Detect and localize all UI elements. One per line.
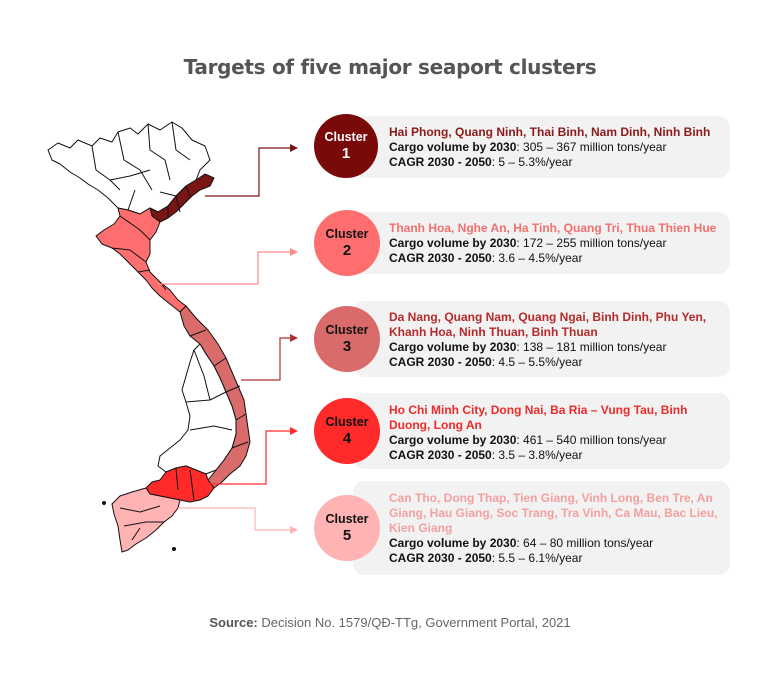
- cluster-2-cargo: Cargo volume by 2030: 172 – 255 million …: [389, 236, 667, 250]
- cluster-1-cagr: CAGR 2030 - 2050: 5 – 5.3%/year: [389, 155, 573, 169]
- cluster-label: Cluster: [325, 414, 369, 429]
- cluster-5-badge: Cluster 5: [314, 495, 380, 561]
- cluster-4-details: Ho Chi Minh City, Dong Nai, Ba Ria – Vun…: [389, 403, 709, 463]
- cluster-1-card: [353, 116, 730, 178]
- cluster-2-card: [353, 212, 730, 274]
- cluster-label: Cluster: [325, 511, 369, 526]
- cluster-4-card: [353, 393, 730, 469]
- cluster-5-card: [353, 481, 730, 575]
- cluster-2-badge: Cluster 2: [314, 210, 380, 276]
- cluster-label: Cluster: [325, 226, 369, 241]
- cluster-3-badge: Cluster 3: [314, 306, 380, 372]
- north-region: [47, 121, 211, 215]
- cluster-3-card: [353, 301, 730, 377]
- cluster-3-cargo: Cargo volume by 2030: 138 – 181 million …: [389, 340, 667, 354]
- cluster-2-provinces: Thanh Hoa, Nghe An, Ha Tinh, Quang Tri, …: [389, 221, 717, 235]
- cluster-label: Cluster: [325, 322, 369, 337]
- source-note: Source: Decision No. 1579/QĐ-TTg, Govern…: [0, 615, 780, 630]
- cluster-3-provinces: Da Nang, Quang Nam, Quang Ngai, Binh Din…: [389, 310, 707, 339]
- cluster-number: 4: [342, 429, 352, 447]
- cluster-5-cagr: CAGR 2030 - 2050: 5.5 – 6.1%/year: [389, 551, 583, 565]
- cluster-2-cagr: CAGR 2030 - 2050: 3.6 – 4.5%/year: [389, 251, 583, 265]
- cluster-4-cagr: CAGR 2030 - 2050: 3.5 – 3.8%/year: [389, 448, 583, 462]
- cluster-number: 2: [342, 241, 352, 259]
- cluster-2-details: Thanh Hoa, Nghe An, Ha Tinh, Quang Tri, …: [389, 221, 724, 266]
- source-label: Source:: [209, 615, 258, 630]
- cluster-1-badge: Cluster 1: [314, 114, 378, 178]
- cluster-4-provinces: Ho Chi Minh City, Dong Nai, Ba Ria – Vun…: [389, 403, 688, 432]
- cluster-4-region: [145, 465, 215, 503]
- cluster-5-provinces: Can Tho, Dong Thap, Tien Giang, Vinh Lon…: [389, 491, 718, 535]
- cluster-number: 5: [342, 526, 352, 544]
- cluster-number: 3: [342, 337, 352, 355]
- cluster-5-cargo: Cargo volume by 2030: 64 – 80 million to…: [389, 536, 654, 550]
- cluster-1-provinces: Hai Phong, Quang Ninh, Thai Binh, Nam Di…: [389, 125, 711, 139]
- cluster-5-details: Can Tho, Dong Thap, Tien Giang, Vinh Lon…: [389, 491, 719, 566]
- cluster-4-badge: Cluster 4: [314, 398, 380, 464]
- cluster-3-details: Da Nang, Quang Nam, Quang Ngai, Binh Din…: [389, 310, 719, 370]
- cluster-1-cargo: Cargo volume by 2030: 305 – 367 million …: [389, 140, 667, 154]
- cluster-number: 1: [341, 144, 351, 162]
- source-text: Decision No. 1579/QĐ-TTg, Government Por…: [257, 615, 571, 630]
- page-title: Targets of five major seaport clusters: [183, 55, 597, 79]
- cluster-2-region: [95, 207, 187, 313]
- cluster-5-region: [111, 487, 181, 553]
- cluster-3-cagr: CAGR 2030 - 2050: 4.5 – 5.5%/year: [389, 355, 583, 369]
- cluster-1-details: Hai Phong, Quang Ninh, Thai Binh, Nam Di…: [389, 125, 724, 170]
- cluster-label: Cluster: [324, 129, 368, 144]
- cluster-4-cargo: Cargo volume by 2030: 461 – 540 million …: [389, 433, 667, 447]
